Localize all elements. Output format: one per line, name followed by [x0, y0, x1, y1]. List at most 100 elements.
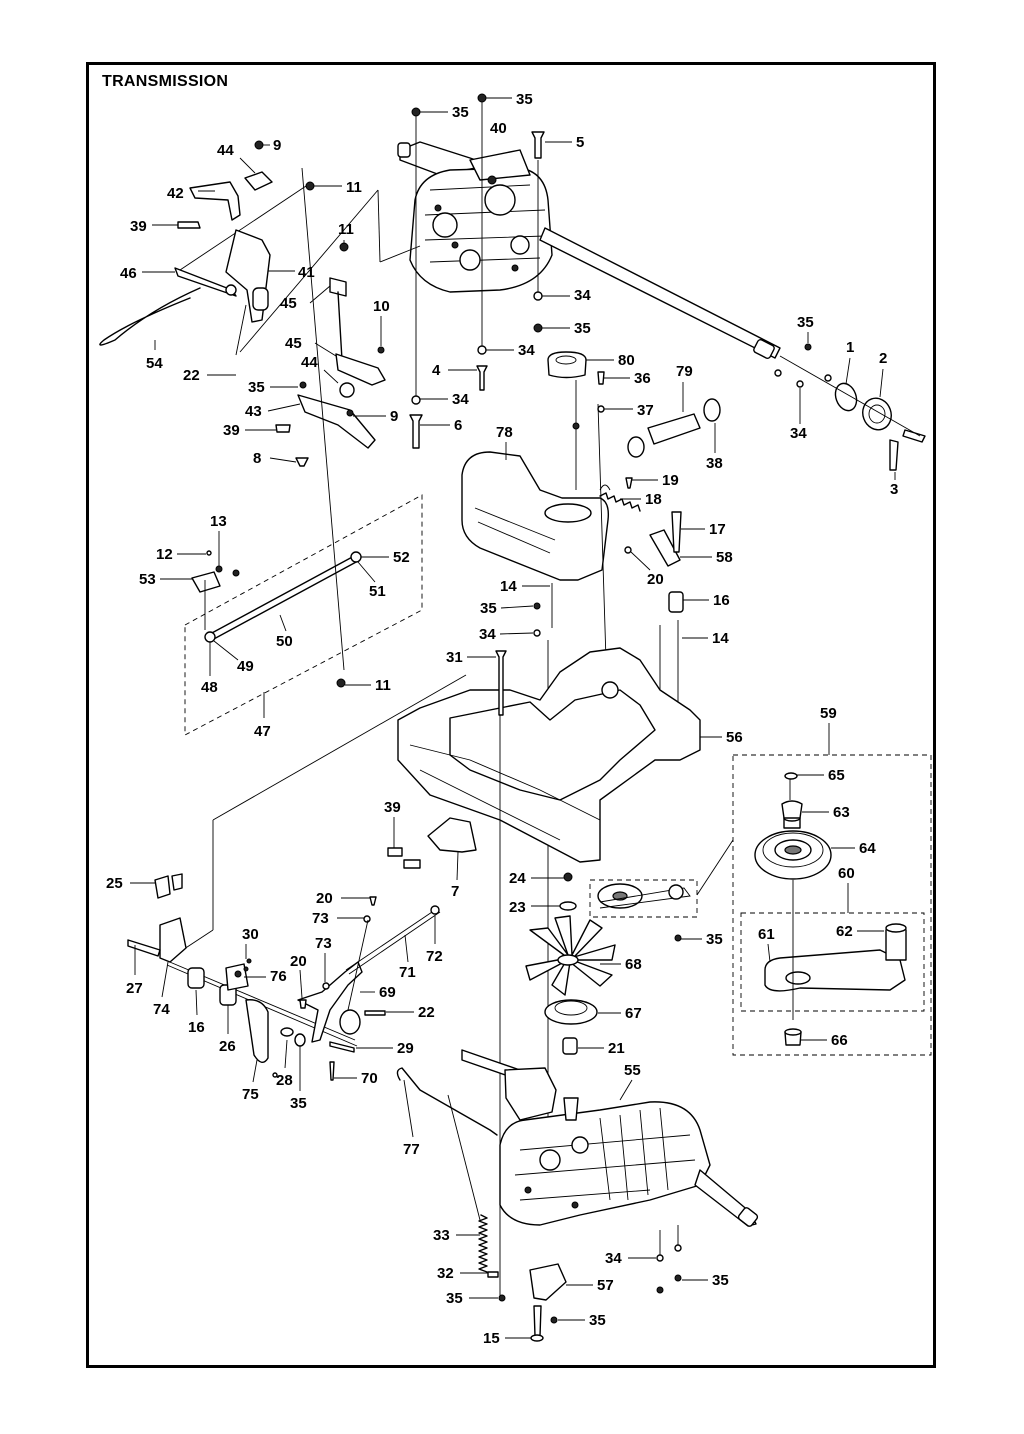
- callout-46: 46: [120, 265, 137, 282]
- callout-7: 7: [451, 883, 459, 900]
- upper-transaxle: [397, 141, 781, 359]
- callout-20: 20: [290, 953, 307, 970]
- leader-lines: [130, 97, 896, 1339]
- callout-35: 35: [706, 931, 723, 948]
- page-title: TRANSMISSION: [102, 73, 229, 90]
- callout-54: 54: [146, 355, 163, 372]
- callout-34: 34: [479, 626, 496, 643]
- callout-45: 45: [285, 335, 302, 352]
- rod-assembly-group: [184, 494, 423, 736]
- callout-35: 35: [480, 600, 497, 617]
- callout-45: 45: [280, 295, 297, 312]
- callout-44: 44: [217, 142, 234, 159]
- callout-43: 43: [245, 403, 262, 420]
- callout-55: 55: [624, 1062, 641, 1079]
- callout-51: 51: [369, 583, 386, 600]
- callout-18: 18: [645, 491, 662, 508]
- callout-73: 73: [315, 935, 332, 952]
- callout-35: 35: [452, 104, 469, 121]
- callout-35: 35: [797, 314, 814, 331]
- axle-hub-assembly: [774, 343, 926, 471]
- fan-and-pulley: [525, 872, 616, 1055]
- callout-33: 33: [433, 1227, 450, 1244]
- callout-9: 9: [273, 137, 281, 154]
- callout-34: 34: [574, 287, 591, 304]
- callout-42: 42: [167, 185, 184, 202]
- callout-34: 34: [518, 342, 535, 359]
- callout-79: 79: [676, 363, 693, 380]
- callout-67: 67: [625, 1005, 642, 1022]
- callout-52: 52: [393, 549, 410, 566]
- callout-16: 16: [713, 592, 730, 609]
- callout-49: 49: [237, 658, 254, 675]
- callout-75: 75: [242, 1086, 259, 1103]
- callout-22: 22: [183, 367, 200, 384]
- callout-32: 32: [437, 1265, 454, 1282]
- callout-4: 4: [432, 362, 441, 379]
- callout-66: 66: [831, 1032, 848, 1049]
- callout-17: 17: [709, 521, 726, 538]
- callout-26: 26: [219, 1038, 236, 1055]
- callout-labels: 35 35 40 5 9 44 11 42 39 11 46 41 45 34 …: [106, 91, 898, 1347]
- callout-73: 73: [312, 910, 329, 927]
- callout-38: 38: [706, 455, 723, 472]
- lower-transaxle: [461, 1049, 759, 1227]
- callout-31: 31: [446, 649, 463, 666]
- callout-10: 10: [373, 298, 390, 315]
- callout-29: 29: [397, 1040, 414, 1057]
- callout-3: 3: [890, 481, 898, 498]
- callout-2: 2: [879, 350, 887, 367]
- callout-35: 35: [248, 379, 265, 396]
- callout-60: 60: [838, 865, 855, 882]
- callout-24: 24: [509, 870, 526, 887]
- callout-34: 34: [605, 1250, 622, 1267]
- callout-27: 27: [126, 980, 143, 997]
- callout-11: 11: [338, 221, 354, 238]
- callout-77: 77: [403, 1141, 420, 1158]
- callout-50: 50: [276, 633, 293, 650]
- diagram-frame: [86, 62, 936, 1368]
- callout-40: 40: [490, 120, 507, 137]
- callout-58: 58: [716, 549, 733, 566]
- callout-48: 48: [201, 679, 218, 696]
- callout-28: 28: [276, 1072, 293, 1089]
- callout-44: 44: [301, 354, 318, 371]
- callout-8: 8: [253, 450, 261, 467]
- support-bracket: [387, 817, 477, 869]
- callout-64: 64: [859, 840, 876, 857]
- callout-35: 35: [516, 91, 533, 108]
- callout-62: 62: [836, 923, 853, 940]
- callout-11: 11: [375, 677, 391, 694]
- callout-80: 80: [618, 352, 635, 369]
- callout-6: 6: [454, 417, 462, 434]
- lower-shift-linkage: [127, 873, 441, 1081]
- callout-30: 30: [242, 926, 259, 943]
- callout-39: 39: [223, 422, 240, 439]
- callout-25: 25: [106, 875, 123, 892]
- callout-19: 19: [662, 472, 679, 489]
- callout-63: 63: [833, 804, 850, 821]
- callout-1: 1: [846, 339, 854, 356]
- callout-11: 11: [346, 179, 362, 196]
- callout-35: 35: [574, 320, 591, 337]
- callout-22: 22: [418, 1004, 435, 1021]
- callout-14: 14: [500, 578, 517, 595]
- callout-23: 23: [509, 899, 526, 916]
- callout-59: 59: [820, 705, 837, 722]
- callout-69: 69: [379, 984, 396, 1001]
- callout-9: 9: [390, 408, 398, 425]
- callout-78: 78: [496, 424, 513, 441]
- callout-70: 70: [361, 1070, 378, 1087]
- callout-71: 71: [399, 964, 416, 981]
- callout-34: 34: [790, 425, 807, 442]
- callout-39: 39: [384, 799, 401, 816]
- expansion-tank: [461, 351, 721, 661]
- callout-5: 5: [576, 134, 584, 151]
- callout-37: 37: [637, 402, 654, 419]
- callout-21: 21: [608, 1040, 625, 1057]
- callout-35: 35: [290, 1095, 307, 1112]
- lower-hardware: [396, 1067, 682, 1342]
- callout-14: 14: [712, 630, 729, 647]
- callout-47: 47: [254, 723, 271, 740]
- callout-61: 61: [758, 926, 775, 943]
